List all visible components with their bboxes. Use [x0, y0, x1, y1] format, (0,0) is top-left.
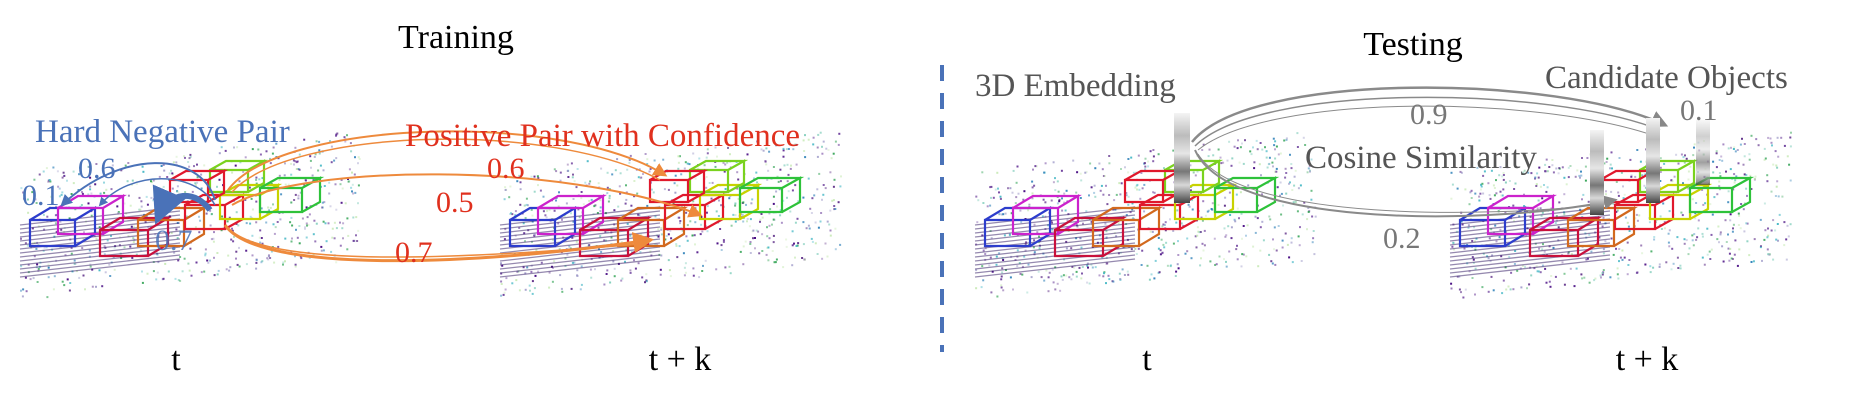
similarity-score-1: 0.9 [1410, 98, 1448, 131]
negative-score-1: 0.6 [78, 152, 116, 185]
training-negative-arrows [60, 162, 216, 225]
similarity-arrow-top [1191, 86, 1669, 143]
positive-score-1: 0.6 [487, 152, 525, 185]
similarity-score-2: 0.1 [1680, 94, 1718, 127]
candidate-vector-3 [1696, 120, 1710, 185]
bounding-box [738, 176, 805, 214]
bounding-box [1213, 176, 1280, 214]
test-frame-tk-label: t + k [1616, 341, 1679, 378]
bounding-box [1163, 159, 1224, 194]
embedding-vectors [1174, 113, 1710, 215]
similarity-arrow-bottom-inner [1197, 153, 1606, 213]
embedding-vector-t [1174, 113, 1190, 203]
similarity-arrow-top-inner2 [1197, 105, 1656, 151]
positive-arrow-middle [231, 173, 703, 218]
point-cloud-train-tk [499, 131, 842, 297]
bounding-box [1613, 193, 1678, 231]
negative-arrow-thick [152, 184, 213, 225]
negative-score-2: 0.1 [22, 179, 60, 212]
hard-negative-label: Hard Negative Pair [35, 114, 290, 150]
positive-arrow-top-inner [231, 138, 661, 193]
testing-arrows [1191, 86, 1669, 218]
positive-arrow-bottom-inner [227, 227, 641, 258]
positive-pair-label: Positive Pair with Confidence [405, 118, 800, 154]
similarity-arrow-bottom [1194, 149, 1618, 218]
negative-arrow-outer [60, 162, 216, 207]
negative-score-3: 0.7 [155, 224, 193, 257]
bounding-box [616, 206, 688, 248]
positive-score-2: 0.5 [436, 186, 474, 219]
bounding-box [1091, 206, 1163, 248]
bounding-box [208, 159, 269, 194]
point-cloud-test-t [974, 132, 1317, 298]
bounding-box [1528, 216, 1602, 258]
train-frame-tk-label: t + k [649, 341, 712, 378]
point-cloud-train-t [19, 132, 361, 299]
training-positive-arrows [223, 130, 703, 263]
positive-score-3: 0.7 [395, 236, 433, 269]
testing-title: Testing [1363, 26, 1463, 63]
embedding-label: 3D Embedding [975, 68, 1176, 104]
bounding-box [1011, 194, 1082, 236]
test-frame-t-label: t [1142, 341, 1152, 378]
candidate-vector-2 [1646, 118, 1660, 203]
cosine-similarity-label: Cosine Similarity [1305, 140, 1537, 176]
similarity-arrow-top-inner [1194, 96, 1661, 147]
train-frame-t-label: t [171, 341, 181, 378]
bounding-box [688, 159, 749, 194]
positive-arrow-top [227, 130, 668, 191]
similarity-score-3: 0.2 [1383, 222, 1421, 255]
bounding-box [1053, 216, 1127, 258]
candidates-label: Candidate Objects [1545, 60, 1788, 96]
bounding-box [536, 194, 607, 236]
candidate-vector-1 [1590, 130, 1604, 215]
training-title: Training [398, 19, 514, 56]
negative-arrow-mid [98, 178, 216, 207]
